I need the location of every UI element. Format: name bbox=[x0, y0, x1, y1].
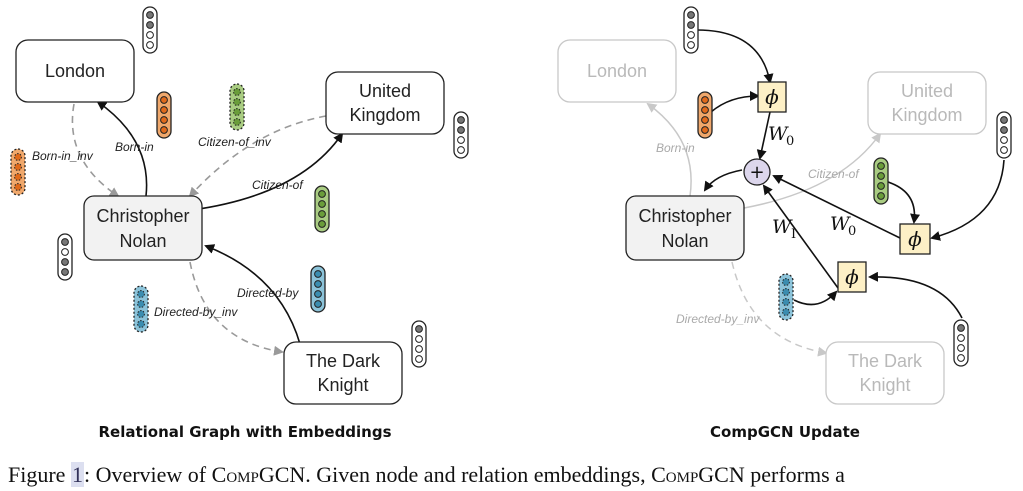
phi-label: ϕ bbox=[908, 227, 922, 251]
edge-directed-by-inv-faded bbox=[731, 261, 828, 357]
node-label: Christopher bbox=[96, 206, 189, 226]
node-united-kingdom-faded: United Kingdom bbox=[867, 71, 987, 135]
node-the-dark-knight-faded: The Dark Knight bbox=[825, 341, 945, 405]
caption-compgcn: CompGCN bbox=[211, 462, 306, 487]
node-label: The Dark bbox=[848, 351, 923, 371]
node-christopher-nolan-main: Christopher Nolan bbox=[625, 195, 745, 261]
edge-uk-vec-to-phi-right bbox=[930, 159, 1005, 241]
node-label: Nolan bbox=[119, 231, 166, 251]
figure-number-link[interactable]: 1 bbox=[70, 462, 84, 487]
node-label: Christopher bbox=[638, 206, 731, 226]
embedding-vector-london bbox=[683, 6, 699, 54]
node-label: United bbox=[901, 81, 953, 101]
node-label: United bbox=[359, 81, 411, 101]
edge-phi-top-to-plus bbox=[756, 111, 771, 160]
phi-label: ϕ bbox=[845, 265, 859, 289]
node-the-dark-knight: The Dark Knight bbox=[283, 341, 403, 405]
embedding-vector-citizen-of bbox=[314, 185, 330, 233]
weight-letter: W bbox=[830, 213, 851, 235]
node-christopher-nolan: Christopher Nolan bbox=[83, 195, 203, 261]
edge-rel-to-phi-right bbox=[887, 181, 921, 224]
embedding-vector-directed-by-inv bbox=[133, 285, 149, 333]
edge-phi-right-to-plus bbox=[772, 175, 901, 239]
embedding-vector-born-in bbox=[156, 91, 172, 139]
edge-knight-vec-to-phi-bottom bbox=[868, 271, 963, 319]
node-london-faded: London bbox=[557, 39, 677, 103]
edge-born-in-inv bbox=[71, 103, 120, 198]
phi-label: ϕ bbox=[765, 85, 779, 109]
rel-label-citizen-of: Citizen-of bbox=[252, 178, 304, 192]
edge-rel-to-phi-top bbox=[710, 91, 760, 113]
caption-end: performs a bbox=[744, 462, 845, 487]
rel-label-directed-by-inv: Directed-by_inv bbox=[154, 305, 238, 319]
caption-compgcn: CompGCN bbox=[651, 462, 745, 487]
embedding-vector-united-kingdom bbox=[996, 111, 1012, 159]
caption-sep: : Overview of bbox=[83, 462, 212, 487]
edge-directed-by-inv bbox=[189, 261, 284, 356]
node-label: The Dark bbox=[306, 351, 381, 371]
node-united-kingdom: United Kingdom bbox=[325, 71, 445, 135]
rel-label-directed-by-inv: Directed-by_inv bbox=[676, 312, 760, 326]
phi-box-right: ϕ bbox=[899, 223, 931, 255]
right-panel: London United Kingdom Christopher Nolan … bbox=[557, 6, 1012, 441]
weight-label-wi: W I bbox=[772, 216, 796, 242]
embedding-vector-the-dark-knight bbox=[953, 319, 969, 367]
embedding-vector-directed-by bbox=[310, 265, 326, 313]
weight-letter: W bbox=[772, 216, 793, 238]
node-label: London bbox=[587, 61, 647, 81]
rel-label-born-in-inv: Born-in_inv bbox=[32, 149, 94, 163]
weight-label-w0-top: W 0 bbox=[768, 123, 794, 149]
weight-subscript: 0 bbox=[848, 224, 856, 239]
figure-caption: Figure 1: Overview of CompGCN. Given nod… bbox=[8, 462, 1018, 488]
embedding-vector-united-kingdom bbox=[453, 111, 469, 159]
embedding-vector-christopher-nolan bbox=[57, 233, 73, 281]
weight-letter: W bbox=[768, 123, 789, 145]
phi-box-bottom: ϕ bbox=[837, 261, 867, 293]
rel-label-directed-by: Directed-by bbox=[237, 286, 299, 300]
edge-born-in bbox=[96, 100, 148, 197]
node-label: Kingdom bbox=[891, 105, 962, 125]
node-label: London bbox=[45, 61, 105, 81]
edge-phi-bottom-to-plus bbox=[762, 184, 839, 289]
caption-figure-word: Figure bbox=[8, 462, 66, 487]
panel-title-left: Relational Graph with Embeddings bbox=[98, 423, 391, 441]
node-label: Knight bbox=[317, 375, 368, 395]
embedding-vector-directed-by-inv bbox=[778, 273, 794, 321]
weight-subscript: I bbox=[791, 227, 796, 242]
weight-subscript: 0 bbox=[786, 134, 794, 149]
caption-mid: . Given node and relation embeddings, bbox=[305, 462, 652, 487]
embedding-vector-citizen-of-inv bbox=[229, 83, 245, 131]
sum-node: + bbox=[743, 158, 771, 186]
weight-label-w0-right: W 0 bbox=[830, 213, 856, 239]
embedding-vector-london bbox=[142, 6, 158, 54]
edge-plus-to-nolan bbox=[703, 169, 743, 192]
edge-directed-by bbox=[204, 244, 301, 345]
edge-citizen-of bbox=[191, 132, 344, 211]
rel-label-born-in: Born-in bbox=[115, 140, 154, 154]
node-label: Kingdom bbox=[349, 105, 420, 125]
embedding-vector-citizen-of bbox=[873, 157, 889, 205]
edge-citizen-of-faded bbox=[743, 132, 882, 209]
edge-citizen-of-inv bbox=[188, 115, 327, 198]
rel-label-citizen-of-inv: Citizen-of_inv bbox=[198, 135, 272, 149]
compgcn-diagram: London United Kingdom Christopher Nolan … bbox=[10, 6, 1012, 441]
node-london: London bbox=[15, 39, 135, 103]
edge-rel-to-phi-bottom bbox=[793, 290, 838, 306]
edge-vec-to-phi-top bbox=[696, 29, 774, 84]
edge-born-in-faded bbox=[646, 102, 692, 197]
node-label: Knight bbox=[859, 375, 910, 395]
panel-title-right: CompGCN Update bbox=[710, 423, 860, 441]
rel-label-born-in: Born-in bbox=[656, 141, 695, 155]
plus-label: + bbox=[749, 162, 764, 183]
embedding-vector-born-in-inv bbox=[10, 148, 26, 196]
rel-label-citizen-of: Citizen-of bbox=[808, 167, 860, 181]
embedding-vector-the-dark-knight bbox=[411, 320, 427, 368]
phi-box-top: ϕ bbox=[757, 81, 787, 113]
left-panel: London United Kingdom Christopher Nolan … bbox=[10, 6, 469, 441]
embedding-vector-born-in bbox=[697, 91, 713, 139]
node-label: Nolan bbox=[661, 231, 708, 251]
